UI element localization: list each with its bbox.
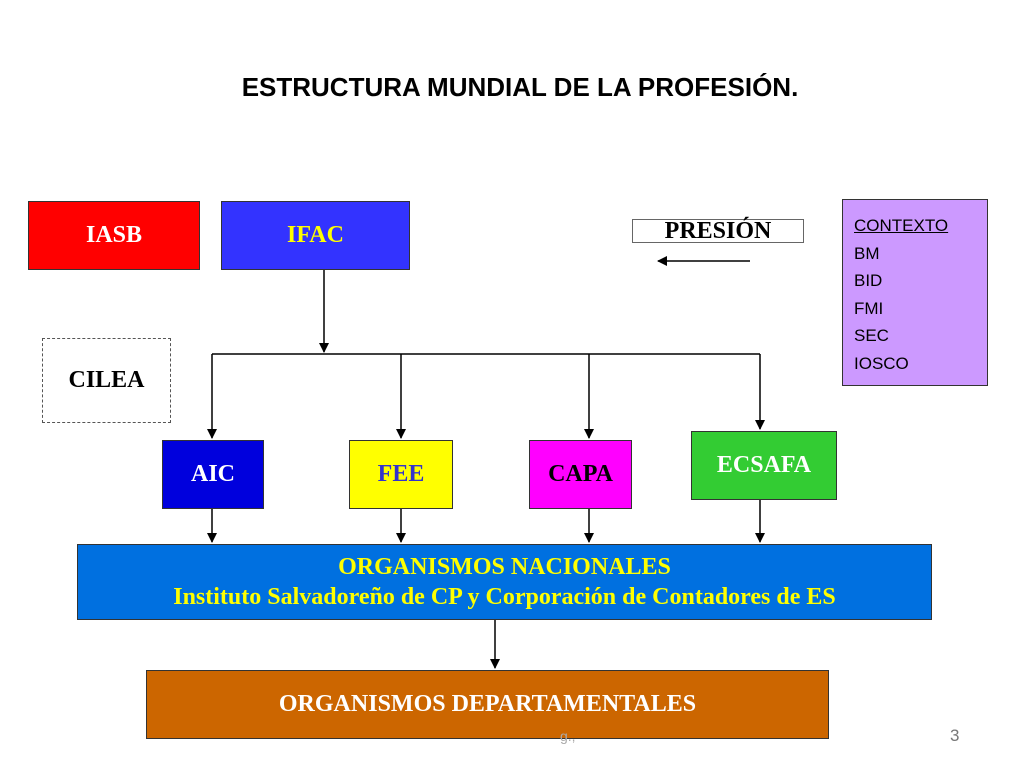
contexto-item-iosco: IOSCO (854, 353, 909, 373)
presion-label: PRESIÓN (664, 217, 772, 244)
page-number: 3 (950, 726, 960, 745)
ifac-label: IFAC (287, 222, 344, 248)
slide-title: ESTRUCTURA MUNDIAL DE LA PROFESIÓN. (241, 72, 799, 102)
contexto-item-bm: BM (854, 243, 880, 263)
contexto-box: CONTEXTO BM BID FMI SEC IOSCO (842, 199, 988, 386)
organismos-nacionales-box: ORGANISMOS NACIONALES Instituto Salvador… (77, 544, 932, 620)
fee-label: FEE (377, 461, 425, 487)
nacionales-title: ORGANISMOS NACIONALES (338, 554, 671, 580)
departamentales-label: ORGANISMOS DEPARTAMENTALES (278, 691, 697, 717)
aic-box: AIC (162, 440, 264, 509)
iasb-box: IASB (28, 201, 200, 270)
ecsafa-box: ECSAFA (691, 431, 837, 500)
footer-text: g., (560, 728, 576, 744)
ifac-box: IFAC (221, 201, 410, 270)
presion-box: PRESIÓN (632, 217, 804, 244)
capa-box: CAPA (529, 440, 632, 509)
cilea-label: CILEA (68, 367, 145, 393)
iasb-label: IASB (85, 222, 143, 248)
cilea-box: CILEA (42, 338, 171, 423)
contexto-item-bid: BID (854, 271, 883, 290)
contexto-heading: CONTEXTO (854, 216, 949, 235)
contexto-item-sec: SEC (854, 326, 889, 345)
contexto-item-fmi: FMI (854, 298, 884, 318)
ecsafa-label: ECSAFA (716, 452, 812, 478)
capa-label: CAPA (548, 461, 613, 487)
organismos-departamentales-box: ORGANISMOS DEPARTAMENTALES (146, 670, 829, 739)
aic-label: AIC (190, 461, 235, 487)
nacionales-subtitle: Instituto Salvadoreño de CP y Corporació… (173, 584, 836, 610)
fee-box: FEE (349, 440, 453, 509)
